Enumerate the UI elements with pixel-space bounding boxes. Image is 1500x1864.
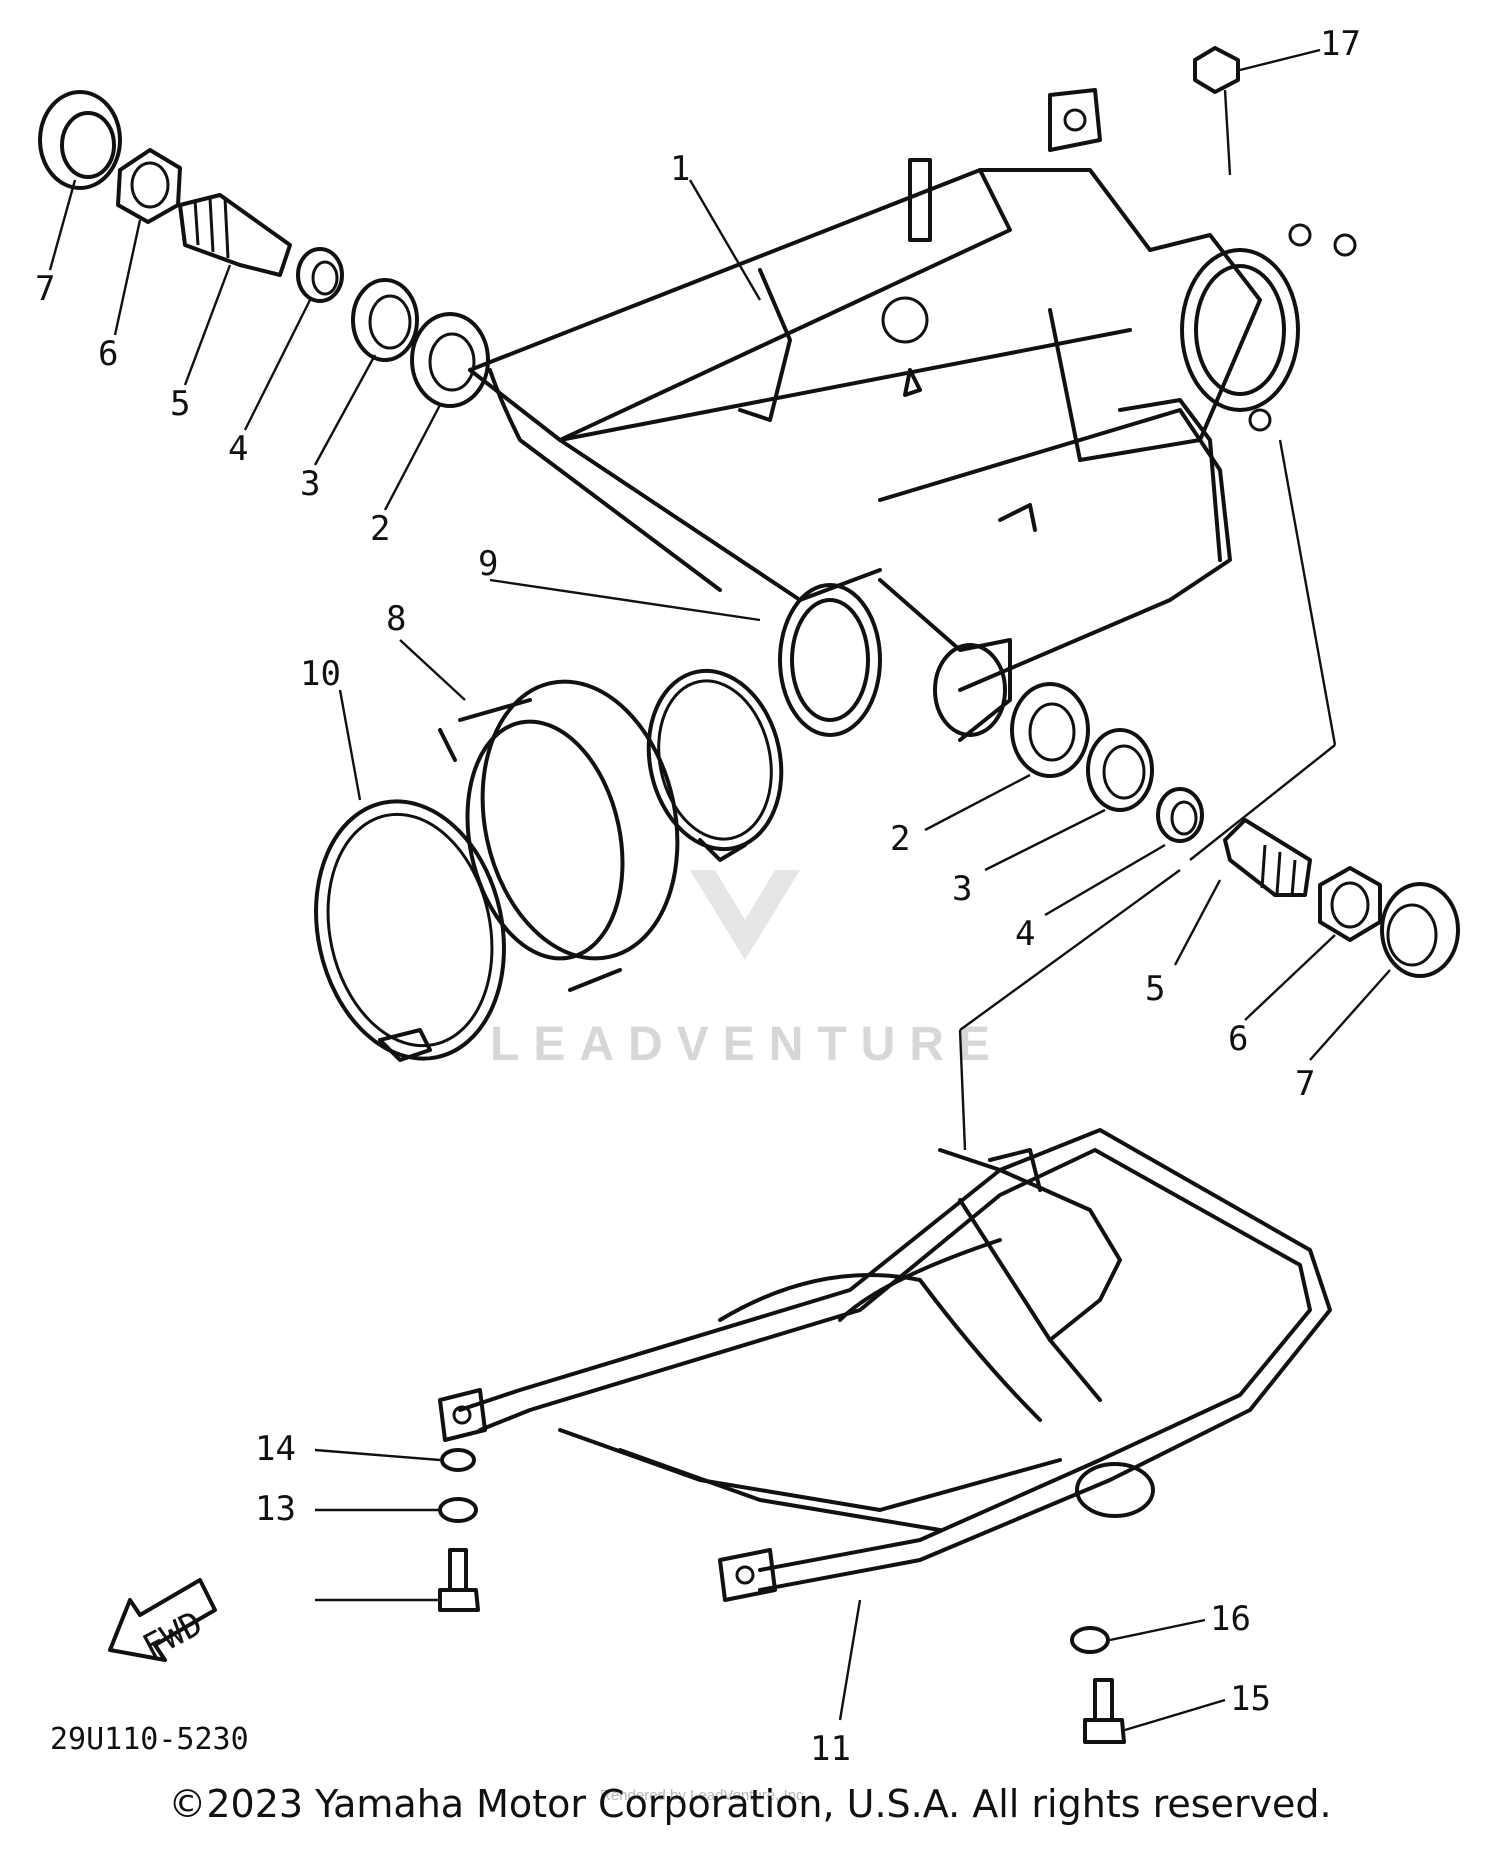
- watermark: LEADVENTURE Rendered by LeadVenture, Inc…: [490, 870, 1004, 1804]
- label-7-right: 7: [1295, 1064, 1315, 1104]
- label-2-right: 2: [890, 819, 910, 859]
- label-6-left: 6: [98, 334, 118, 374]
- label-3-left: 3: [300, 464, 320, 504]
- callout-labels: 1 17 7 6 5 4 3 2 9 8 10 2 3 4 5 6 7 14 1…: [35, 24, 1361, 1769]
- label-4-left: 4: [228, 429, 248, 469]
- label-3-right: 3: [952, 869, 972, 909]
- swingarm: [468, 88, 1357, 742]
- leader-lines: [48, 48, 1391, 1732]
- label-4-right: 4: [1015, 914, 1035, 954]
- label-5-left: 5: [170, 384, 190, 424]
- label-9: 9: [478, 544, 498, 584]
- right-pivot-parts: [1010, 682, 1460, 978]
- left-pivot-parts: [38, 90, 490, 408]
- label-6-right: 6: [1228, 1019, 1248, 1059]
- label-16: 16: [1210, 1599, 1251, 1639]
- label-17: 17: [1320, 24, 1361, 64]
- label-15: 15: [1230, 1679, 1271, 1719]
- fwd-arrow-icon: FWD: [108, 1578, 217, 1668]
- label-10: 10: [300, 654, 341, 694]
- label-14: 14: [255, 1429, 296, 1469]
- skid-guard: [438, 1128, 1332, 1602]
- label-1: 1: [670, 149, 690, 189]
- watermark-sub: Rendered by LeadVenture, Inc.: [600, 1787, 808, 1804]
- label-7-left: 7: [35, 269, 55, 309]
- label-5-right: 5: [1145, 969, 1165, 1009]
- part-code: 29U110-5230: [50, 1722, 249, 1757]
- label-11: 11: [810, 1729, 851, 1769]
- label-2-left: 2: [370, 509, 390, 549]
- label-13: 13: [255, 1489, 296, 1529]
- hardware: [438, 46, 1240, 1744]
- copyright-notice: ©2023 Yamaha Motor Corporation, U.S.A. A…: [168, 1782, 1332, 1826]
- watermark-brand: LEADVENTURE: [490, 1018, 1004, 1071]
- label-8: 8: [386, 599, 406, 639]
- boot-and-bands: [314, 668, 784, 1062]
